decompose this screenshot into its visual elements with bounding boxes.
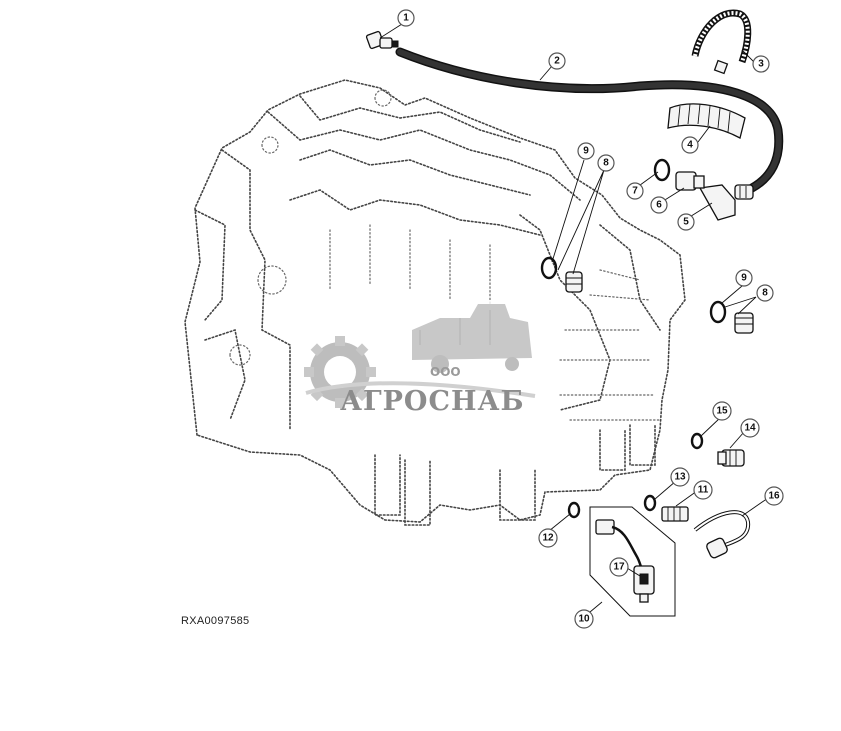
svg-text:17: 17	[613, 562, 625, 573]
combine-harvester-icon	[412, 304, 532, 373]
watermark-brand: АГРОСНАБ	[340, 386, 525, 417]
svg-text:10: 10	[578, 614, 590, 625]
part-3-clamp	[691, 9, 752, 75]
part-13-o-ring	[643, 494, 657, 512]
part-10-sensor-assembly	[589, 506, 676, 617]
part-14-plug	[717, 449, 745, 467]
hose-assembly	[365, 9, 784, 221]
callout-9-upper: 9	[577, 142, 595, 160]
svg-text:8: 8	[762, 288, 768, 299]
part-12-o-ring	[567, 501, 581, 519]
svg-text:1: 1	[403, 13, 409, 24]
callout-17: 17	[609, 557, 629, 577]
part-5-elbow	[698, 184, 754, 221]
part-15-o-ring	[690, 432, 704, 450]
part-16-connector-cable	[693, 510, 751, 559]
callout-4: 4	[681, 136, 699, 154]
callout-11: 11	[693, 480, 713, 500]
svg-text:12: 12	[542, 533, 554, 544]
callout-13: 13	[670, 467, 690, 487]
part-7-o-ring	[653, 158, 671, 182]
callout-12: 12	[538, 528, 558, 548]
callout-16: 16	[764, 486, 784, 506]
svg-text:11: 11	[698, 485, 709, 496]
svg-text:6: 6	[656, 200, 662, 211]
callout-8-upper: 8	[597, 154, 615, 172]
watermark-company-type: ООО	[430, 365, 461, 379]
callout-15: 15	[712, 401, 732, 421]
svg-text:14: 14	[744, 423, 756, 434]
svg-text:2: 2	[554, 56, 560, 67]
part-9-o-ring-right	[709, 300, 727, 324]
figure-reference-code: RXA0097585	[181, 615, 249, 627]
part-4-sleeve	[667, 103, 746, 139]
callout-3: 3	[752, 55, 770, 73]
svg-text:16: 16	[768, 491, 780, 502]
callout-8-right: 8	[756, 284, 774, 302]
callout-10: 10	[574, 609, 594, 629]
svg-text:9: 9	[741, 273, 747, 284]
callout-14: 14	[740, 418, 760, 438]
svg-text:5: 5	[683, 217, 689, 228]
part-9-o-ring-upper	[540, 256, 558, 280]
part-11-sensor	[661, 506, 689, 522]
callouts: 1 2 3 4 5 6 7 8 8 9 9 10 11 12 13 14 15 …	[397, 9, 784, 629]
watermark: ООО АГРОСНАБ	[300, 300, 542, 432]
callout-5: 5	[677, 213, 695, 231]
svg-text:8: 8	[603, 158, 609, 169]
svg-text:3: 3	[758, 59, 764, 70]
leader-lines	[379, 23, 769, 613]
callout-9-right: 9	[735, 269, 753, 287]
part-8-plug-upper	[565, 271, 583, 293]
callout-1: 1	[397, 9, 415, 27]
callout-7: 7	[626, 182, 644, 200]
svg-text:7: 7	[632, 186, 638, 197]
svg-text:4: 4	[687, 140, 693, 151]
callout-6: 6	[650, 196, 668, 214]
svg-text:9: 9	[583, 146, 589, 157]
part-1-fitting	[365, 30, 399, 50]
part-8-plug-right	[734, 312, 754, 334]
callout-2: 2	[548, 52, 566, 70]
svg-text:13: 13	[674, 472, 686, 483]
part-6-fitting	[675, 171, 705, 191]
svg-text:15: 15	[716, 406, 728, 417]
transmission-housing	[184, 79, 686, 526]
